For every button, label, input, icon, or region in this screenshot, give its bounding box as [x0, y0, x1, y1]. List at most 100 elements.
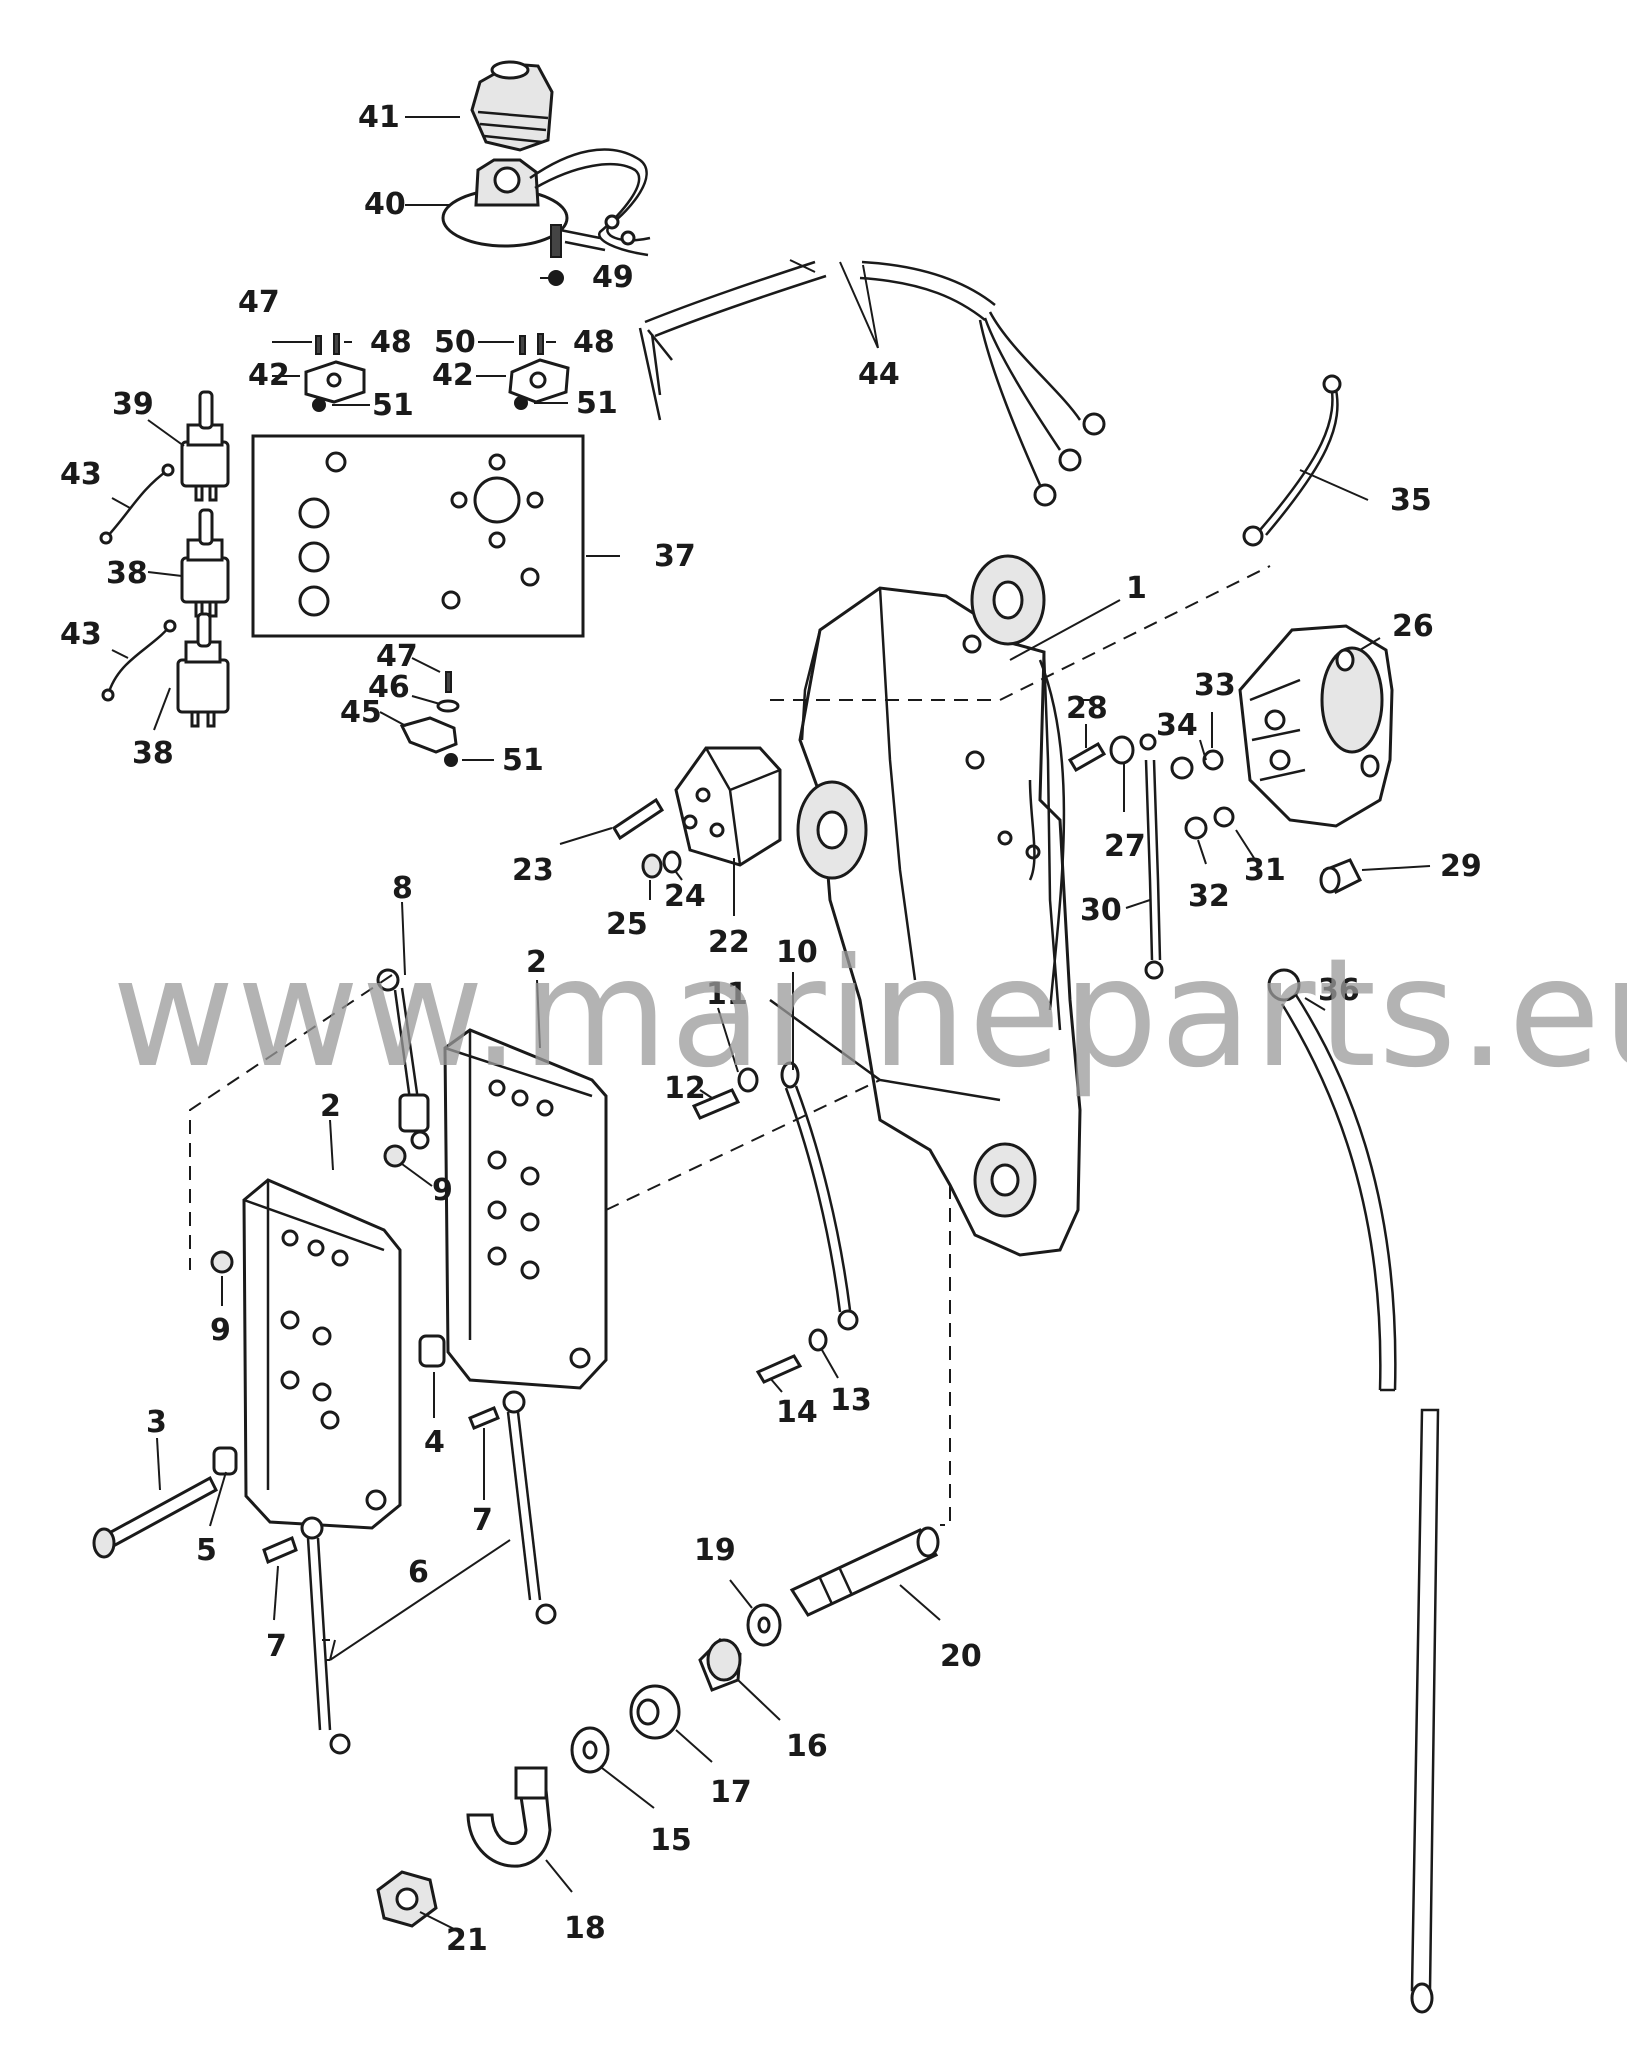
part-23-screw — [611, 797, 665, 841]
part-8-lead — [376, 968, 430, 1150]
label-19: 19 — [694, 1533, 736, 1568]
part-19-washer — [746, 1603, 782, 1647]
label-30: 30 — [1080, 893, 1122, 928]
label-32: 32 — [1188, 879, 1230, 914]
label-44: 44 — [858, 357, 900, 392]
part-10-lead — [780, 1061, 859, 1331]
part-31-washer — [1213, 806, 1235, 828]
label-33: 33 — [1194, 668, 1236, 703]
label-5: 5 — [196, 1533, 217, 1568]
part-28-bolt — [1067, 741, 1107, 773]
part-43-jumper-wires — [99, 463, 177, 702]
part-32-nut — [1184, 816, 1208, 840]
label-41: 41 — [358, 100, 400, 135]
label-10: 10 — [776, 935, 818, 970]
label-13: 13 — [830, 1383, 872, 1418]
label-17: 17 — [710, 1775, 752, 1810]
part-44-wire-harness — [638, 260, 1106, 507]
label-21: 21 — [446, 1923, 488, 1958]
part-33-washer — [1202, 749, 1224, 771]
part-35-ground-lead — [1242, 374, 1342, 547]
part-49-screw — [548, 224, 564, 286]
label-48: 48 — [370, 325, 412, 360]
label-49: 49 — [592, 260, 634, 295]
part-5-spacer — [212, 1446, 238, 1476]
label-18: 18 — [564, 1911, 606, 1946]
watermark-text: www.marineparts.eu — [112, 927, 1627, 1101]
part-6-lead-right — [502, 1390, 557, 1625]
part-13-washer — [808, 1328, 828, 1352]
label-51: 51 — [372, 388, 414, 423]
label-35: 35 — [1390, 483, 1432, 518]
label-42: 42 — [248, 358, 290, 393]
part-15-washer — [570, 1726, 610, 1774]
part-2-switch-box-lower — [242, 1178, 402, 1530]
label-43: 43 — [60, 617, 102, 652]
part-38-toggle-switch-b — [176, 612, 230, 728]
label-37: 37 — [654, 539, 696, 574]
part-45-clip — [399, 671, 460, 767]
label-14: 14 — [776, 1395, 818, 1430]
part-40-ignition-switch — [441, 148, 651, 257]
label-47: 47 — [238, 285, 280, 320]
part-12-screw — [691, 1088, 741, 1120]
label-9: 9 — [432, 1173, 453, 1208]
part-3-long-bolt — [92, 1475, 218, 1559]
label-34: 34 — [1156, 708, 1198, 743]
label-40: 40 — [364, 187, 406, 222]
part-1-bracket — [769, 554, 1082, 1257]
label-28: 28 — [1066, 691, 1108, 726]
part-42-left-clip — [304, 333, 366, 412]
label-15: 15 — [650, 1823, 692, 1858]
label-12: 12 — [664, 1071, 706, 1106]
label-38: 38 — [132, 736, 174, 771]
label-39: 39 — [112, 387, 154, 422]
label-2: 2 — [526, 945, 547, 980]
assembly-lines — [189, 565, 1271, 1526]
part-20-stud — [789, 1526, 940, 1617]
part-27-washer — [1109, 735, 1135, 765]
label-22: 22 — [708, 925, 750, 960]
label-50: 50 — [434, 325, 476, 360]
part-4-spacer — [418, 1334, 446, 1368]
label-45: 45 — [340, 695, 382, 730]
part-25-nut — [641, 853, 663, 879]
part-11-washer — [737, 1067, 759, 1093]
label-51: 51 — [502, 743, 544, 778]
label-43: 43 — [60, 457, 102, 492]
label-48: 48 — [573, 325, 615, 360]
part-42-right-clip — [508, 333, 570, 410]
label-4: 4 — [424, 1425, 445, 1460]
label-38: 38 — [106, 556, 148, 591]
label-8: 8 — [392, 871, 413, 906]
label-47: 47 — [376, 639, 418, 674]
part-26-solenoid — [1238, 624, 1394, 828]
part-41-key-cap — [470, 60, 554, 152]
label-7: 7 — [472, 1503, 493, 1538]
part-7-screws — [262, 1406, 500, 1565]
part-39-toggle-switch — [180, 390, 230, 502]
part-18-clamp — [466, 1766, 552, 1868]
part-34-nut — [1170, 756, 1194, 780]
label-7: 7 — [266, 1629, 287, 1664]
label-20: 20 — [940, 1639, 982, 1674]
label-27: 27 — [1104, 829, 1146, 864]
part-6-lead-left — [300, 1516, 351, 1755]
label-36: 36 — [1318, 973, 1360, 1008]
label-3: 3 — [146, 1405, 167, 1440]
label-9: 9 — [210, 1313, 231, 1348]
label-42: 42 — [432, 358, 474, 393]
part-17-spacer — [629, 1684, 681, 1740]
label-25: 25 — [606, 907, 648, 942]
label-23: 23 — [512, 853, 554, 888]
label-51: 51 — [576, 386, 618, 421]
part-16-bushing — [698, 1638, 742, 1692]
label-16: 16 — [786, 1729, 828, 1764]
label-31: 31 — [1244, 853, 1286, 888]
part-30-solenoid-lead — [1139, 733, 1164, 980]
part-24-washer — [662, 850, 682, 874]
part-37-panel-plate — [251, 434, 585, 638]
callout-labels: 41 40 49 47 48 42 51 50 48 42 51 39 43 3… — [60, 100, 1482, 1958]
label-46: 46 — [368, 670, 410, 705]
